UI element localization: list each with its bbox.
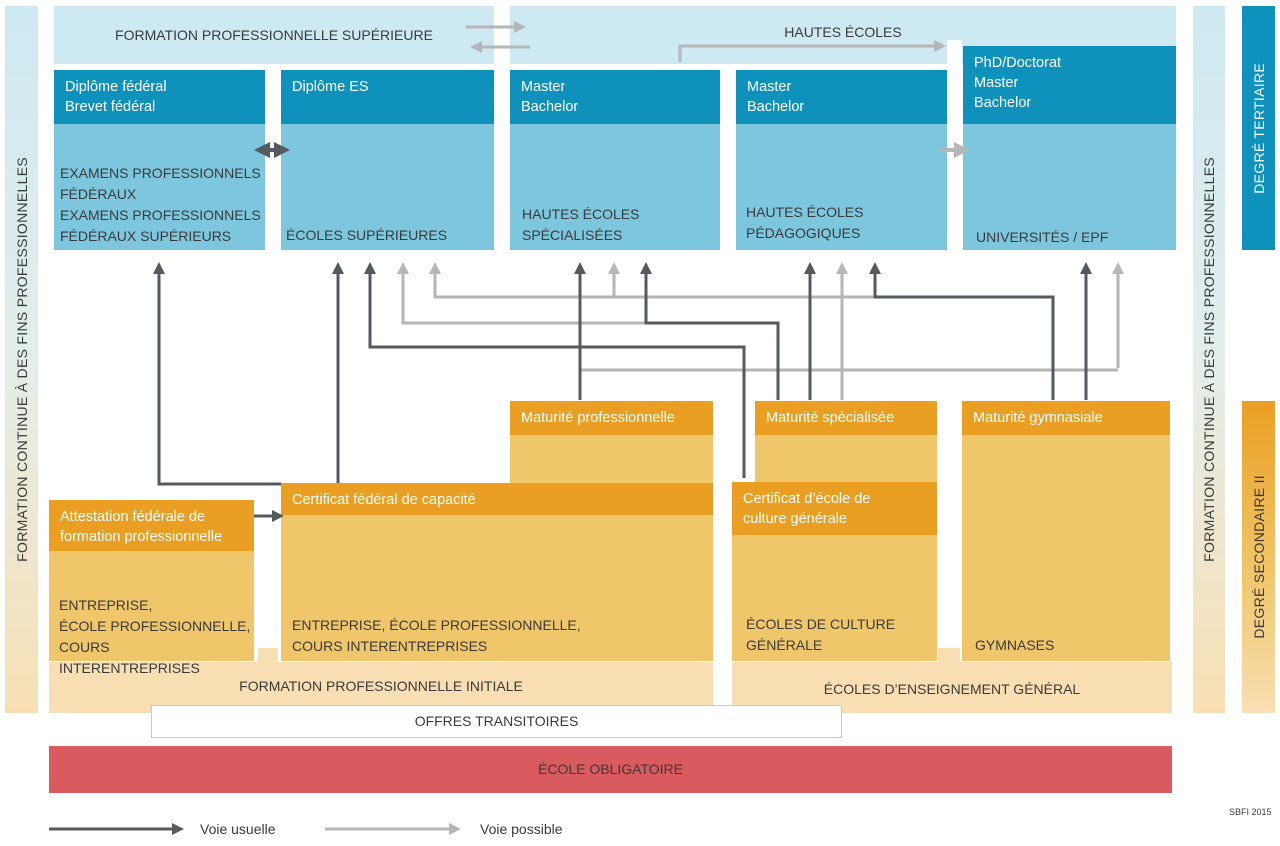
general-education-band-step [938,648,960,664]
initial-vocational-label: FORMATION PROFESSIONNELLE INITIALE [239,678,523,694]
left-continuing-education-bar: FORMATION CONTINUE À DES FINS PROFESSION… [5,6,38,713]
header-line: culture générale [743,511,847,527]
attestation-header: Attestation fédérale de formation profes… [49,500,254,551]
header-line: Master [974,75,1019,91]
legend-usual-label: Voie usuelle [200,821,276,837]
cfc-body: ENTREPRISE, ÉCOLE PROFESSIONNELLE, COURS… [292,615,581,657]
body-line: GYMNASES [975,637,1055,653]
header-line: Certificat fédéral de capacité [292,492,476,508]
mat-spec-header: Maturité spécialisée [755,401,937,435]
transitional-offers-label: OFFRES TRANSITOIRES [414,713,579,729]
body-line: ENTREPRISE, ÉCOLE PROFESSIONNELLE, [292,617,581,633]
header-line: Bachelor [747,99,805,115]
compulsory-school-label: ÉCOLE OBLIGATOIRE [538,761,683,777]
body-line: FÉDÉRAUX SUPÉRIEURS [60,228,232,244]
header-line: Maturité spécialisée [766,410,895,426]
tertiary-box-body: UNIVERSITÉS / EPF [976,227,1108,248]
higher-vocational-label: FORMATION PROFESSIONNELLE SUPÉRIEURE [115,26,433,43]
header-line: Attestation fédérale de [60,509,206,525]
cfc-header: Certificat fédéral de capacité [281,483,713,515]
initial-vocational-band-step [258,648,278,664]
legend-possible-label: Voie possible [480,821,563,837]
tertiary-box-uas: Master Bachelor HAUTES ÉCOLES SPÉCIALISÉ… [510,70,720,250]
body-line: ÉCOLE PROFESSIONNELLE, [59,618,251,634]
tertiary-box-teacher-education: Master Bachelor HAUTES ÉCOLES PÉDAGOGIQU… [736,70,947,250]
attestation-body: ENTREPRISE, ÉCOLE PROFESSIONNELLE, COURS… [59,595,254,679]
header-line: Bachelor [974,95,1032,111]
right-continuing-education-bar: FORMATION CONTINUE À DES FINS PROFESSION… [1193,6,1225,713]
body-line: UNIVERSITÉS / EPF [976,229,1109,245]
tertiary-box-body: HAUTES ÉCOLES PÉDAGOGIQUES [746,202,863,244]
secondary-level-bar: DEGRÉ SECONDAIRE II [1242,401,1275,713]
usual-path-cfc-to-federal [153,262,281,486]
possible-path-to-es-right [429,262,1050,299]
header-line: Maturité professionnelle [521,410,675,426]
compulsory-school-bar: ÉCOLE OBLIGATOIRE [49,746,1172,793]
header-line: Maturité gymnasiale [973,410,1103,426]
cfc-box: Certificat fédéral de capacité ENTREPRIS… [281,483,713,661]
body-line: ENTREPRISE, [59,597,153,613]
mat-gym-header: Maturité gymnasiale [962,401,1170,435]
tertiary-box-header: Diplôme ES [281,70,494,124]
mat-gym-box: Maturité gymnasiale GYMNASES [962,401,1170,661]
mat-pro-box: Maturité professionnelle [510,401,713,483]
possible-path-he-header [678,40,946,62]
header-line: Brevet fédéral [65,99,156,115]
body-line: HAUTES ÉCOLES [746,204,864,220]
ecg-body: ÉCOLES DE CULTURE GÉNÉRALE [746,614,895,656]
gym-body: GYMNASES [975,635,1054,656]
tertiary-box-header: Diplôme fédéral Brevet fédéral [54,70,265,124]
body-line: EXAMENS PROFESSIONNELS [60,165,261,181]
tertiary-box-federal-diploma: Diplôme fédéral Brevet fédéral EXAMENS P… [54,70,265,250]
higher-vocational-header: FORMATION PROFESSIONNELLE SUPÉRIEURE [54,6,494,64]
header-line: Master [521,79,566,95]
body-line: SPÉCIALISÉES [522,227,623,243]
attestation-box: Attestation fédérale de formation profes… [49,500,254,676]
header-line: Diplôme ES [292,79,369,95]
body-line: FÉDÉRAUX [60,186,137,202]
body-line: COURS INTERENTREPRISES [59,639,200,676]
body-line: GÉNÉRALE [746,637,823,653]
tertiary-box-header: Master Bachelor [510,70,720,124]
body-line: ÉCOLES SUPÉRIEURES [286,227,448,243]
header-line: Master [747,79,792,95]
he-header-gap [947,40,962,64]
header-line: Certificat d’école de [743,491,871,507]
header-line: Bachelor [521,99,579,115]
transitional-offers-box: OFFRES TRANSITOIRES [151,705,842,738]
general-education-band: ÉCOLES D’ENSEIGNEMENT GÉNÉRAL [732,662,1172,713]
tertiary-level-bar: DEGRÉ TERTIAIRE [1242,6,1275,250]
tertiary-box-body: HAUTES ÉCOLES SPÉCIALISÉES [522,204,639,246]
header-line: formation professionnelle [60,529,223,545]
source-label: SBFI 2015 [1229,807,1272,817]
tertiary-box-header: PhD/Doctorat Master Bachelor [963,46,1176,124]
header-line: PhD/Doctorat [974,55,1062,71]
tertiary-box-body: ÉCOLES SUPÉRIEURES [286,225,447,246]
body-line: ÉCOLES DE CULTURE [746,616,896,632]
mat-pro-header: Maturité professionnelle [510,401,713,435]
universities-header-label: HAUTES ÉCOLES [784,24,902,40]
ecg-header: Certificat d’école de culture générale [732,482,937,535]
body-line: COURS INTERENTREPRISES [292,638,488,654]
tertiary-box-es-diploma: Diplôme ES ÉCOLES SUPÉRIEURES [281,70,494,250]
initial-vocational-band: FORMATION PROFESSIONNELLE INITIALE [49,662,713,713]
tertiary-box-header: Master Bachelor [736,70,947,124]
usual-path-gym-to-teacher [869,262,1055,400]
general-education-label: ÉCOLES D’ENSEIGNEMENT GÉNÉRAL [823,681,1081,697]
usual-path-ecg-to-es [364,262,746,478]
body-line: HAUTES ÉCOLES [522,206,640,222]
body-line: EXAMENS PROFESSIONNELS [60,207,261,223]
tertiary-box-body: EXAMENS PROFESSIONNELS FÉDÉRAUX EXAMENS … [60,163,261,247]
usual-path-matspec-to-uas [640,262,780,400]
tertiary-box-universities: PhD/Doctorat Master Bachelor UNIVERSITÉS… [963,46,1176,250]
ecg-box: Certificat d’école de culture générale É… [732,482,937,661]
body-line: PÉDAGOGIQUES [746,225,861,241]
header-line: Diplôme fédéral [65,79,167,95]
